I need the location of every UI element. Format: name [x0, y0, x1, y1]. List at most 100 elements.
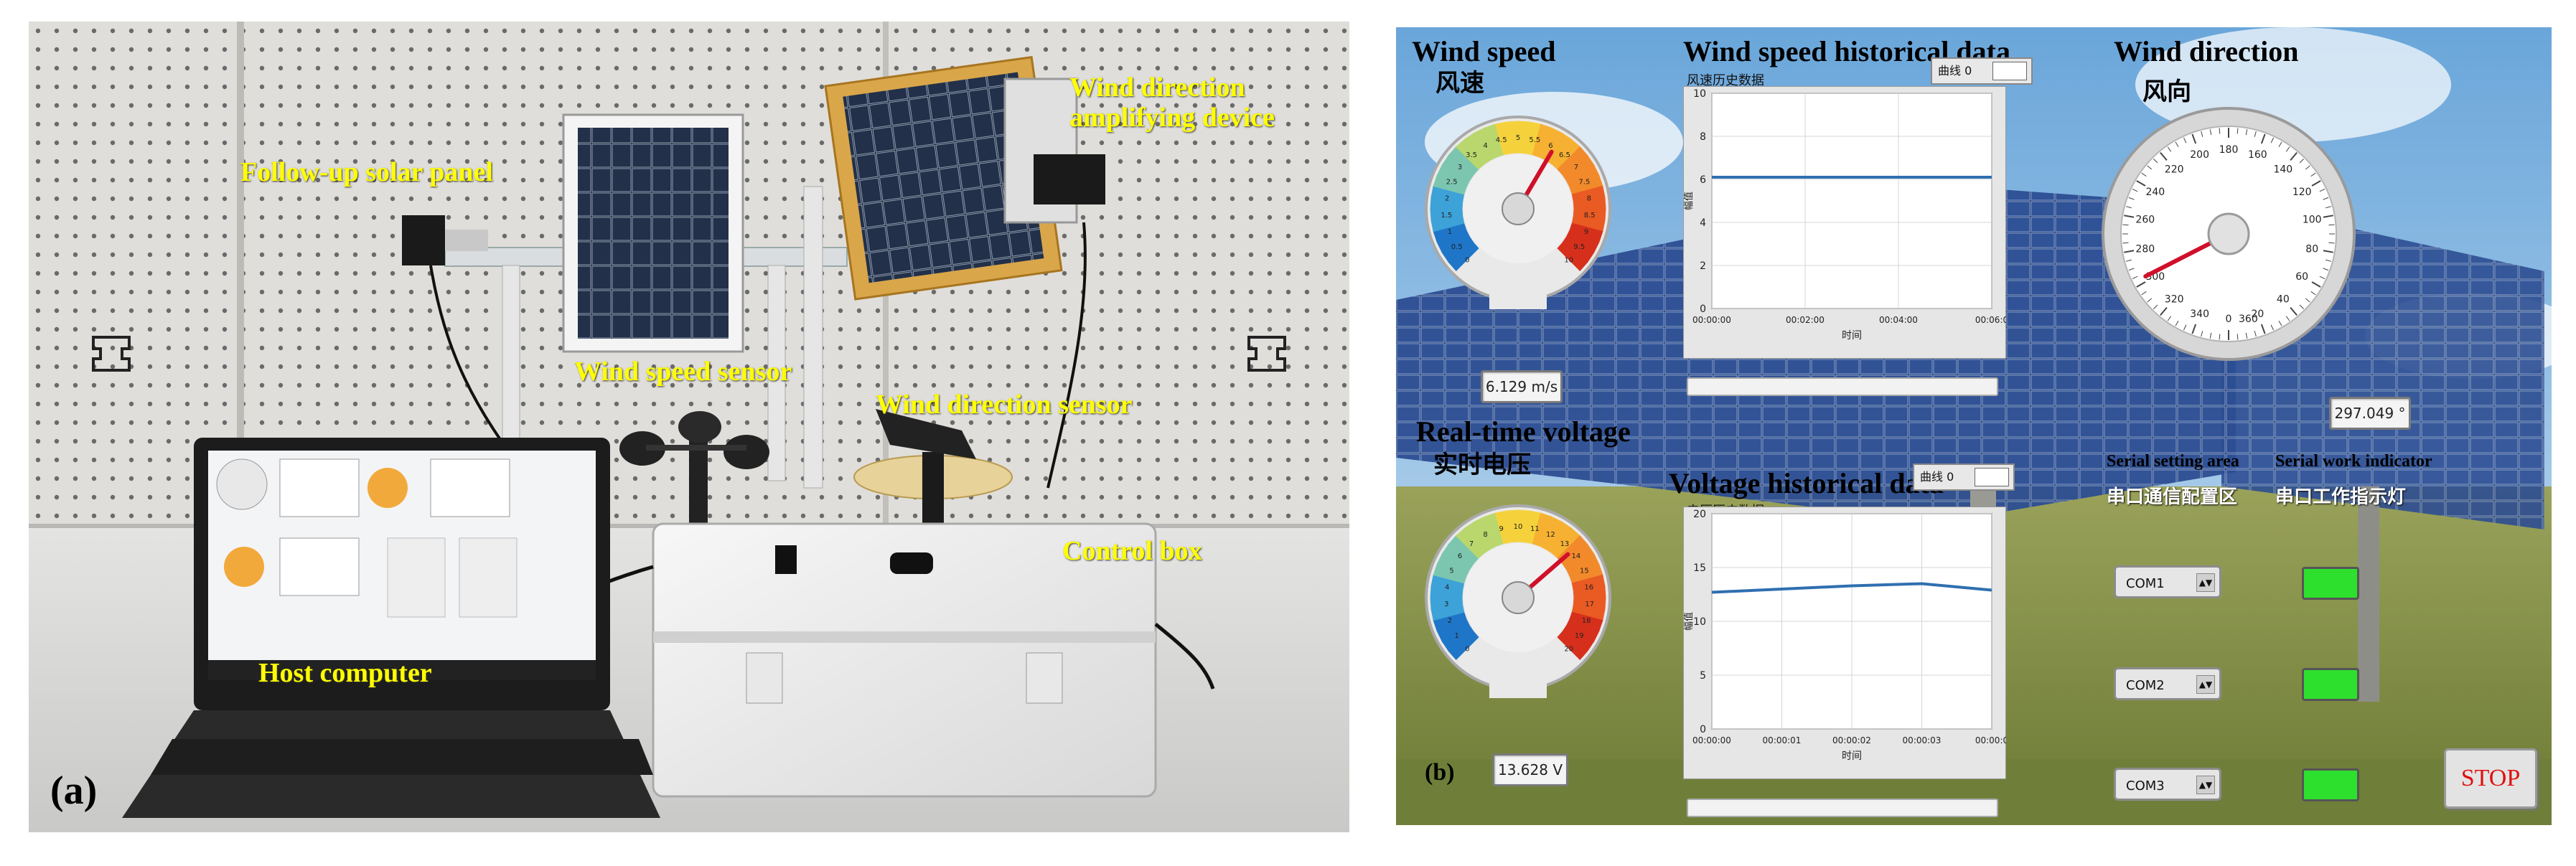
serial-indicator-title: Serial work indicator — [2275, 452, 2432, 471]
legend-plot-icon — [1992, 62, 2027, 80]
chart-plot-area — [1711, 93, 1992, 309]
dial-tick — [2323, 250, 2333, 253]
dial-tick — [2167, 146, 2172, 152]
chevron-down-icon[interactable]: ▲▼ — [2196, 776, 2215, 794]
voltage-legend-label: 曲线 0 — [1920, 470, 1954, 484]
gauge-tick-label: 11 — [1530, 525, 1540, 533]
y-tick-label: 15 — [1693, 563, 1706, 574]
dial-hub — [2207, 212, 2250, 255]
voltage-history-scrollbar[interactable] — [1687, 799, 1998, 817]
wind-speed-history-scrollbar[interactable] — [1687, 377, 1998, 396]
dial-tick — [2136, 281, 2146, 288]
dial-tick — [2160, 151, 2168, 161]
gauge-tick-label: 3 — [1458, 164, 1462, 171]
gauge-tick-label: 18 — [1582, 617, 1591, 625]
dial-tick — [2290, 307, 2298, 316]
y-tick-label: 2 — [1700, 260, 1706, 272]
dial-tick — [2290, 151, 2298, 161]
dial-tick-label: 180 — [2219, 144, 2239, 156]
gauge-tick-label: 0 — [1465, 257, 1469, 265]
gauge-tick-label: 10 — [1514, 523, 1523, 531]
dial-tick — [2310, 172, 2316, 177]
gauge-tick-label: 5 — [1516, 134, 1520, 142]
dial-tick — [2319, 276, 2326, 280]
voltage-readout: 13.628 V — [1492, 753, 1568, 786]
gauge-tick-label: 1.5 — [1441, 212, 1452, 220]
wind-speed-title-cn: 风速 — [1435, 69, 1484, 98]
dial-tick — [2311, 281, 2321, 288]
dial-tick-label: 120 — [2292, 187, 2312, 198]
dial-tick — [2278, 320, 2282, 326]
dial-tick-label: 20 — [2251, 309, 2264, 320]
dial-tick — [2160, 307, 2168, 316]
dial-tick-label: 280 — [2135, 243, 2155, 255]
dial-tick — [2310, 291, 2316, 296]
dial-tick-label: 60 — [2295, 271, 2308, 283]
com-port-select-1[interactable]: COM1 ▲▼ — [2114, 565, 2221, 598]
gauge-tick-label: 8 — [1483, 531, 1487, 539]
x-tick-label: 00:00:0 — [1975, 735, 2006, 745]
gauge-tick-label: 3 — [1444, 601, 1448, 608]
chevron-down-icon[interactable]: ▲▼ — [2196, 675, 2215, 694]
gauge-tick-label: 0.5 — [1451, 243, 1463, 251]
dial-tick — [2125, 206, 2132, 209]
dial-tick — [2299, 304, 2305, 310]
wind-speed-readout: 6.129 m/s — [1481, 370, 1563, 403]
test-rig-photo — [29, 22, 1349, 832]
dial-tick — [2323, 268, 2329, 271]
dial-tick — [2326, 259, 2332, 262]
wind-speed-title: Wind speed — [1412, 35, 1556, 67]
gauge-hub — [1502, 192, 1535, 225]
gauge-tick-label: 12 — [1546, 531, 1555, 539]
gauge-tick-label: 0 — [1465, 646, 1469, 654]
gauge-tick-label: 14 — [1572, 552, 1581, 560]
dial-tick — [2147, 298, 2153, 303]
gauge-tick-label: 7 — [1574, 164, 1578, 171]
com-port-select-3[interactable]: COM3 ▲▼ — [2114, 768, 2221, 801]
stop-button[interactable]: STOP — [2444, 748, 2537, 809]
voltage-legend[interactable]: 曲线 0 — [1913, 463, 2015, 491]
dial-tick — [2260, 324, 2266, 334]
photo-panel-a: Follow-up solar panel Wind direction amp… — [29, 22, 1349, 832]
wind-speed-legend[interactable]: 曲线 0 — [1931, 57, 2033, 85]
dial-tick — [2201, 331, 2203, 337]
voltage-history-title: Voltage historical data — [1669, 467, 1944, 499]
x-tick-label: 00:04:00 — [1879, 315, 1918, 325]
dial-tick-label: 0 — [2226, 314, 2232, 325]
panel-label-a: (a) — [50, 768, 98, 813]
serial-setting-title: Serial setting area — [2107, 452, 2239, 471]
voltage-title: Real-time voltage — [1416, 415, 1631, 448]
dial-tick — [2237, 128, 2239, 134]
gauge-tick-label: 5.5 — [1529, 136, 1540, 144]
dial-tick — [2153, 304, 2158, 310]
dial-tick-label: 140 — [2273, 164, 2292, 176]
label-host-computer: Host computer — [258, 658, 432, 688]
x-tick-label: 00:00:00 — [1692, 735, 1731, 745]
y-tick-label: 10 — [1693, 88, 1706, 100]
y-axis-label: 幅值 — [1683, 612, 1695, 631]
gauge-tick-label: 8.5 — [1584, 212, 1596, 220]
dial-tick-label: 220 — [2165, 164, 2184, 176]
panel-label-b: (b) — [1425, 759, 1455, 786]
dial-tick — [2141, 172, 2147, 177]
gauge-tick-label: 19 — [1575, 632, 1584, 640]
chevron-down-icon[interactable]: ▲▼ — [2196, 573, 2215, 592]
dial-tick — [2175, 141, 2179, 148]
com-port-select-2[interactable]: COM2 ▲▼ — [2114, 667, 2221, 700]
dial-tick — [2323, 215, 2333, 218]
dial-tick — [2183, 137, 2187, 143]
series-line — [1711, 582, 1992, 594]
dial-tick — [2191, 324, 2197, 334]
dial-tick — [2147, 165, 2153, 170]
wind-direction-readout: 297.049 ° — [2329, 397, 2411, 430]
dial-tick-label: 360 — [2239, 314, 2258, 325]
x-axis-label: 时间 — [1842, 330, 1862, 342]
serial-led-1 — [2302, 567, 2359, 600]
dial-tick-label: 80 — [2305, 243, 2318, 255]
gauge-tick-label: 17 — [1585, 601, 1594, 608]
gauge-tick-label: 6 — [1548, 142, 1552, 150]
